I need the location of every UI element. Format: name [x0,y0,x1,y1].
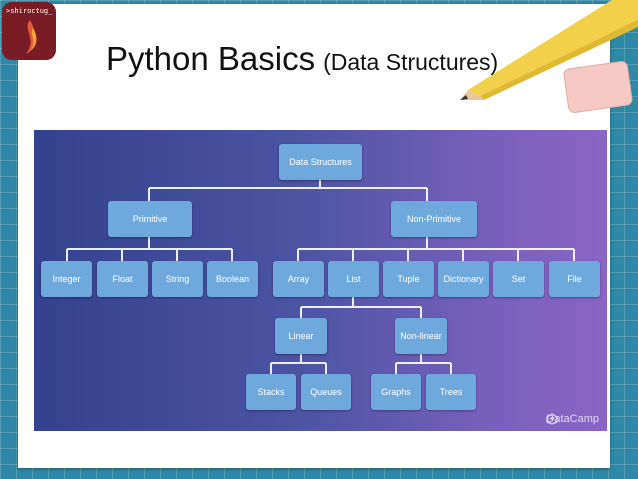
node-stacks: Stacks [246,374,296,410]
connector-lines [66,180,575,374]
node-list: List [328,261,379,297]
node-linear: Linear [275,318,327,354]
pencil-icon [460,0,638,100]
title-main: Python Basics [106,40,316,77]
datacamp-icon [546,413,559,425]
slide-title: Python Basics (Data Structures) [106,40,498,78]
title-sub: (Data Structures) [323,49,499,75]
datacamp-brand: DataCamp [546,413,599,425]
node-string: String [152,261,203,297]
node-set: Set [493,261,544,297]
logo: >shiroctug_ [2,2,56,60]
node-non-linear: Non-linear [395,318,447,354]
node-non-primitive: Non-Primitive [391,201,477,237]
node-primitive: Primitive [108,201,192,237]
diagram-panel: Data Structures Primitive Non-Primitive … [34,130,607,431]
node-data-structures: Data Structures [279,144,362,180]
node-boolean: Boolean [207,261,258,297]
node-queues: Queues [301,374,351,410]
eraser-icon [563,61,633,113]
node-tuple: Tuple [383,261,434,297]
node-float: Float [97,261,148,297]
node-file: File [549,261,600,297]
node-trees: Trees [426,374,476,410]
flame-logo-icon [26,20,37,54]
logo-text: >shiroctug_ [6,7,53,15]
node-dictionary: Dictionary [438,261,489,297]
node-integer: Integer [41,261,92,297]
node-graphs: Graphs [371,374,421,410]
node-array: Array [273,261,324,297]
datacamp-label: DataCamp [546,413,599,425]
